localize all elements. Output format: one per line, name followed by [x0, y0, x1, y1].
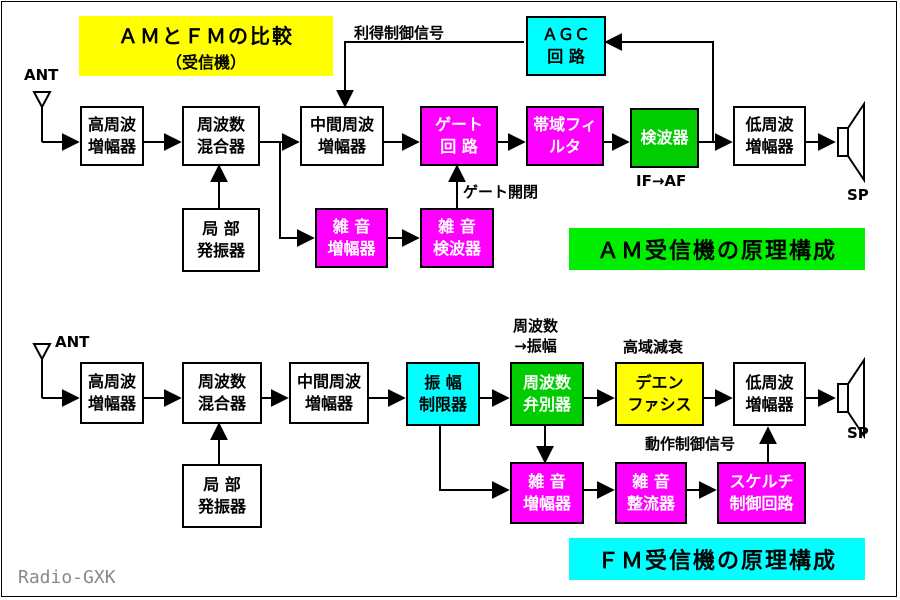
credit-watermark: Radio-GXK [18, 567, 116, 588]
am-antenna-icon [32, 91, 52, 142]
fm-noise-rectifier-block: 雑 音整流器 [615, 462, 687, 524]
am-noise-amp-block: 雑 音増幅器 [315, 208, 388, 268]
am-lo-block: 局 部発振器 [182, 208, 260, 272]
am-rf-amp-block: 高周波増幅器 [80, 106, 144, 166]
am-banner: ＡＭ受信機の原理構成 [569, 228, 865, 270]
fm-action-control-label: 動作制御信号 [645, 435, 736, 453]
fm-deemphasis-block: デエンファシス [615, 362, 704, 426]
fm-limiter-block: 振 幅制限器 [406, 362, 480, 426]
am-sp-label: SP [847, 186, 869, 204]
am-speaker-icon [837, 100, 865, 184]
fm-ant-label: ANT [55, 333, 90, 351]
fm-rf-amp-block: 高周波増幅器 [80, 362, 144, 424]
fm-af-amp-block: 低周波増幅器 [733, 362, 806, 426]
diagram-title: ＡＭとＦＭの比較 （受信機） [79, 16, 333, 76]
am-if-af-label: IF→AF [636, 172, 687, 190]
title-line-1: ＡＭとＦＭの比較 [118, 23, 294, 48]
am-noise-detector-block: 雑 音検波器 [420, 208, 494, 268]
title-line-2: （受信機） [165, 52, 246, 72]
fm-noise-amp-block: 雑 音増幅器 [510, 462, 584, 524]
am-detector-block: 検波器 [630, 108, 699, 168]
fm-antenna-icon [32, 343, 52, 398]
fm-squelch-block: スケルチ制御回路 [717, 462, 806, 524]
am-ant-label: ANT [24, 66, 59, 84]
am-gate-block: ゲート回 路 [420, 106, 498, 166]
am-if-amp-block: 中間周波増幅器 [300, 106, 384, 166]
fm-speaker-icon [837, 356, 865, 440]
fm-mixer-block: 周波数混合器 [182, 362, 262, 424]
fm-sp-label: SP [847, 424, 869, 442]
am-bpf-block: 帯域フィルタ [526, 106, 604, 166]
fm-discriminator-block: 周波数弁別器 [510, 362, 584, 426]
fm-banner: ＦＭ受信機の原理構成 [569, 538, 865, 580]
am-mixer-block: 周波数混合器 [182, 106, 260, 166]
am-af-amp-block: 低周波増幅器 [733, 106, 806, 166]
am-gate-control-label: ゲート開閉 [463, 183, 539, 201]
am-gain-control-label: 利得制御信号 [354, 24, 445, 42]
fm-if-amp-block: 中間周波増幅器 [289, 362, 369, 424]
fm-conversion-label: 周波数 →振幅 [513, 317, 559, 355]
fm-lo-block: 局 部発振器 [182, 464, 262, 528]
fm-hf-attenuation-label: 高域減衰 [623, 338, 684, 356]
